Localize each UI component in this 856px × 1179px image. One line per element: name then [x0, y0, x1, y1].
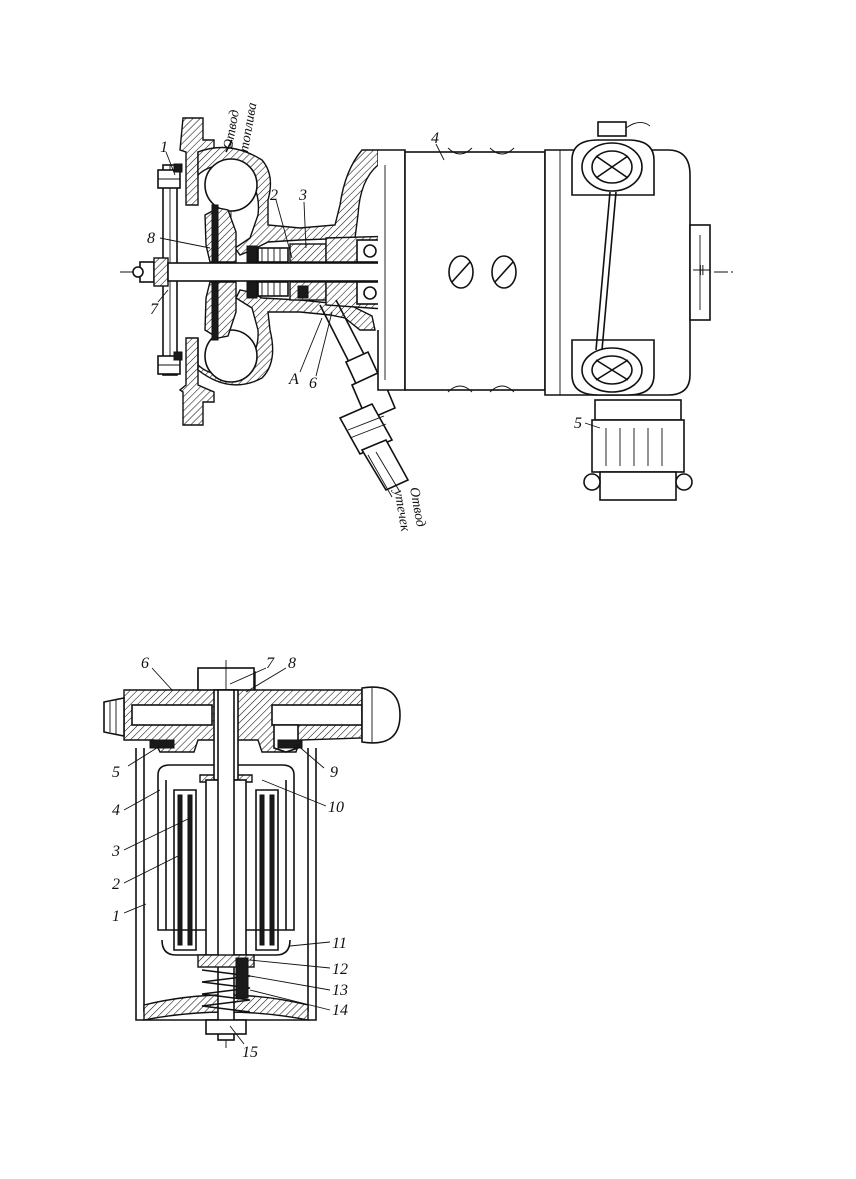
annotation-leak-outlet: Отвод утечек [390, 486, 428, 533]
shaft-nut [132, 257, 169, 287]
label-top-5: 5 [574, 415, 582, 432]
motor-stator-housing [404, 151, 546, 391]
motor-vents-bottom [447, 385, 515, 393]
label-bottom-3: 3 [111, 843, 120, 860]
bottom-figure-labels: 1 2 3 4 5 6 7 8 9 10 11 12 13 14 15 [111, 655, 348, 1061]
center-rod [217, 689, 235, 1041]
element-cap [157, 764, 295, 931]
outlet-fitting [361, 686, 401, 744]
cable-connector [583, 399, 693, 501]
inlet-passage [131, 704, 213, 726]
housing-flange-bottom [178, 337, 215, 426]
label-bottom-8: 8 [288, 655, 296, 672]
fuel-outlet-line1: Отвод [221, 109, 243, 151]
fuel-outlet-line2: топлива [237, 101, 260, 153]
filter-assembly [103, 660, 401, 1050]
svg-text:╪: ╪ [693, 265, 711, 276]
leader-lines-bottom [123, 667, 331, 1045]
label-bottom-11: 11 [332, 935, 347, 952]
label-top-1: 1 [160, 139, 168, 156]
connecting-cable [595, 191, 617, 351]
label-top-A: A [288, 371, 299, 388]
label-bottom-15: 15 [242, 1044, 258, 1061]
label-bottom-14: 14 [332, 1002, 348, 1019]
label-bottom-7: 7 [266, 655, 275, 672]
label-top-8: 8 [147, 230, 155, 247]
label-top-4: 4 [431, 130, 439, 147]
label-bottom-1: 1 [112, 908, 120, 925]
filter-elements [161, 789, 291, 956]
terminal-connector-top [571, 121, 655, 196]
label-bottom-4: 4 [112, 802, 120, 819]
motor-rear-housing [544, 149, 691, 396]
outlet-port [204, 158, 258, 212]
label-bottom-13: 13 [332, 982, 348, 999]
impeller-shroud [211, 204, 219, 264]
spring [197, 954, 255, 1013]
label-top-2: 2 [270, 187, 278, 204]
label-bottom-2: 2 [112, 876, 120, 893]
outlet-passage [271, 704, 363, 726]
inlet-fitting [103, 697, 125, 737]
bolt-bottom [157, 351, 183, 375]
motor-vents-top [447, 147, 515, 155]
ball-bearing [356, 239, 384, 305]
leader-lines-top [157, 143, 601, 429]
volute-channel-lower [204, 329, 258, 383]
pump-shaft [167, 262, 401, 282]
label-bottom-9: 9 [330, 764, 338, 781]
motor-adapter [377, 149, 406, 391]
motor-screws [448, 255, 517, 289]
pump-motor-assembly: ╪ [120, 117, 735, 501]
terminal-connector-bottom [571, 339, 655, 396]
label-top-6: 6 [309, 375, 317, 392]
fuel-outlet-arrow [225, 139, 233, 153]
label-bottom-6: 6 [141, 655, 149, 672]
mechanical-seal [246, 243, 327, 301]
annotation-fuel-outlet: Отвод топлива [221, 101, 260, 153]
gasket-left [149, 739, 175, 749]
label-bottom-10: 10 [328, 799, 344, 816]
leak-outlet-line1: Отвод [406, 486, 428, 528]
label-bottom-5: 5 [112, 764, 120, 781]
label-top-3: 3 [298, 187, 307, 204]
impeller-shroud-lower [211, 281, 219, 341]
label-bottom-12: 12 [332, 961, 348, 978]
label-top-7: 7 [150, 301, 159, 318]
gasket-right [277, 739, 303, 749]
drain-nut [205, 1019, 247, 1035]
